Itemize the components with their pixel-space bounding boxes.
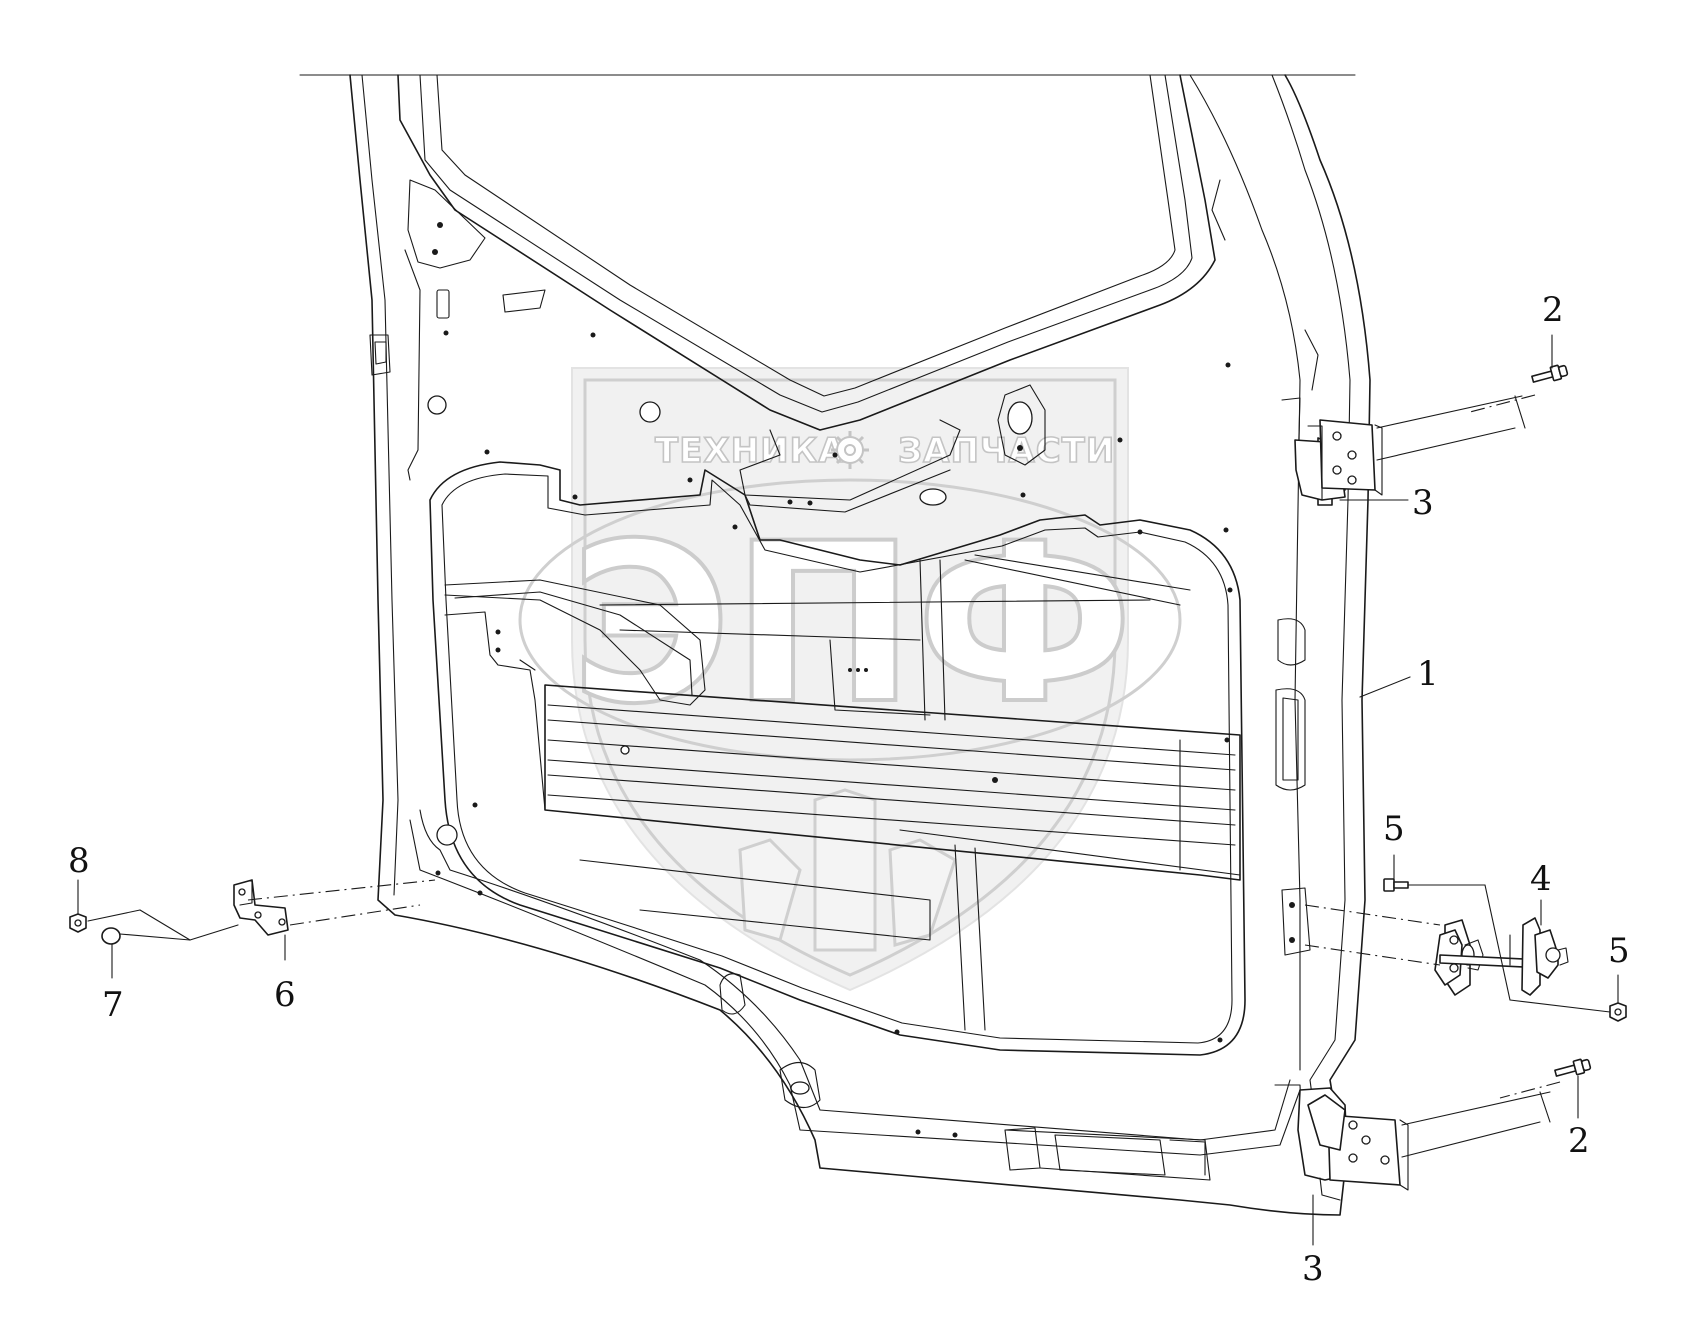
strap-nut-lower [1609, 1002, 1627, 1022]
callout-5-upper: 5 [1383, 809, 1405, 849]
callout-2-upper: 2 [1542, 290, 1564, 330]
watermark-oval [518, 478, 1182, 762]
callouts: 1 2 2 3 3 4 5 5 6 7 8 [68, 290, 1630, 1289]
leader-lines [77, 334, 1619, 1246]
door-check-strap [1434, 917, 1569, 996]
watermark-text-right: ЗАПЧАСТИ [898, 431, 1115, 471]
callout-5-lower: 5 [1608, 931, 1630, 971]
lower-hinge [1297, 1087, 1409, 1201]
callout-3-lower: 3 [1302, 1249, 1324, 1289]
watermark-wheat-emblem [738, 788, 957, 952]
strap-bolt-upper [1383, 878, 1409, 892]
callout-1: 1 [1417, 654, 1439, 694]
hinge-bolt-upper [1531, 364, 1569, 383]
latch-bracket [233, 879, 289, 936]
hinge-bolt-lower [1554, 1058, 1592, 1077]
callout-7: 7 [102, 985, 124, 1025]
watermark-text-left: ТЕХНИКА [655, 431, 846, 471]
callout-4: 4 [1530, 859, 1552, 899]
plug-cap [101, 927, 121, 945]
assembly-lines [87, 394, 1611, 1158]
callout-2-lower: 2 [1568, 1121, 1590, 1161]
watermark-monogram: ЭПФ [570, 496, 1134, 752]
upper-hinge [1294, 419, 1383, 506]
callout-8: 8 [68, 841, 90, 881]
watermark-shield [571, 367, 1129, 992]
door-panel [349, 74, 1371, 1216]
gear-icon [831, 431, 869, 469]
callout-6: 6 [274, 975, 296, 1015]
watermark: ТЕХНИКА ЗАПЧАСТИ ЭПФ [518, 367, 1182, 992]
flange-nut [69, 913, 87, 933]
callout-3-upper: 3 [1412, 483, 1434, 523]
